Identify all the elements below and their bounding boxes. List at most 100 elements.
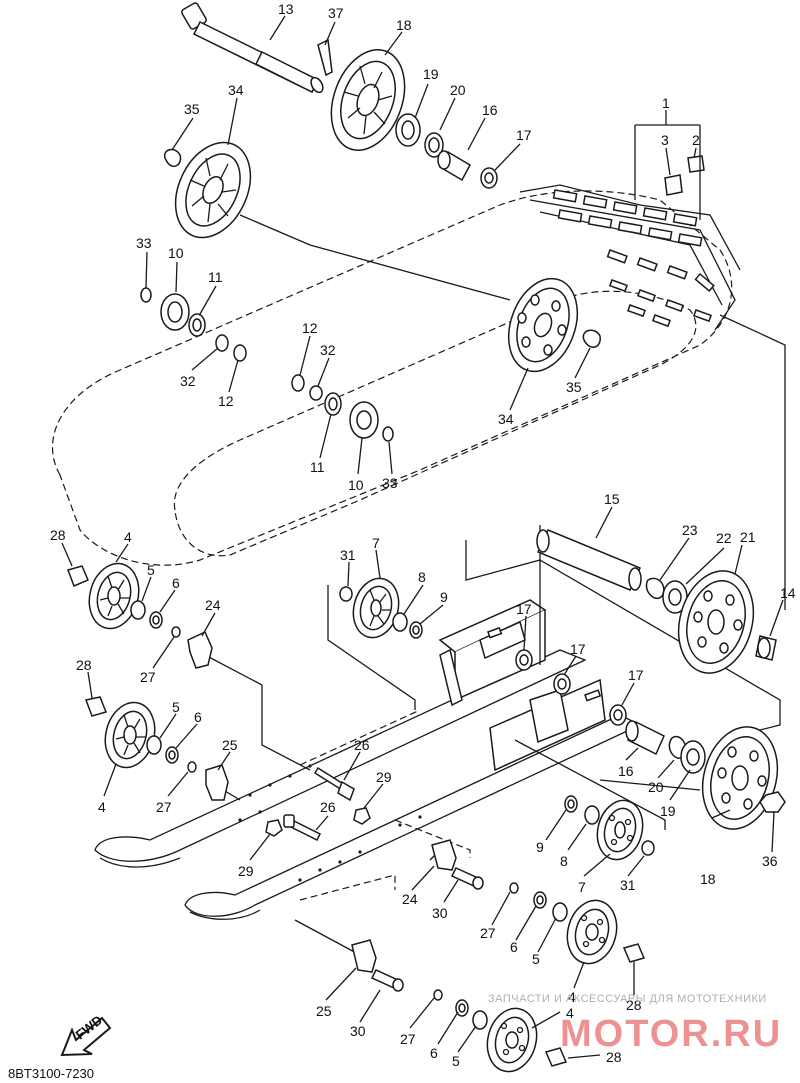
- callout-9: 9: [536, 839, 544, 855]
- leader-lines: [204, 124, 786, 956]
- fwd-arrow-icon: FWD: [60, 1012, 112, 1057]
- callout-30: 30: [432, 905, 448, 921]
- callout-34: 34: [228, 82, 244, 98]
- slide-rail-frame: [94, 599, 642, 920]
- callout-6: 6: [430, 1045, 438, 1061]
- callout-17: 17: [516, 127, 532, 143]
- callout-10: 10: [168, 245, 184, 261]
- callout-1: 1: [662, 95, 670, 111]
- callout-37: 37: [328, 5, 344, 21]
- bearing-5-b: [146, 735, 162, 755]
- callout-8: 8: [418, 569, 426, 585]
- nut-12-mid: [291, 374, 305, 392]
- callout-35: 35: [566, 379, 582, 395]
- bolt-28-b: [84, 696, 108, 717]
- callout-4: 4: [124, 529, 132, 545]
- callout-27: 27: [400, 1031, 416, 1047]
- callout-23: 23: [682, 522, 698, 538]
- callout-24: 24: [205, 597, 221, 613]
- shaft-15: [536, 529, 642, 591]
- circlip-35-mid: [582, 329, 601, 348]
- washer-32-upper: [215, 334, 229, 352]
- callout-6: 6: [172, 575, 180, 591]
- callout-19: 19: [423, 66, 439, 82]
- wheel-4-c: [566, 899, 618, 965]
- callout-6: 6: [510, 939, 518, 955]
- callout-16: 16: [482, 102, 498, 118]
- callout-29: 29: [376, 769, 392, 785]
- bolt-26-b: [283, 814, 322, 842]
- callout-11: 11: [208, 269, 223, 285]
- callout-17: 17: [570, 641, 586, 657]
- callout-4: 4: [568, 989, 576, 1005]
- wheel-4-a: [88, 562, 140, 630]
- callout-7: 7: [372, 535, 380, 551]
- callout-13: 13: [278, 1, 294, 17]
- callout-20: 20: [648, 779, 664, 795]
- idler-wheel-34-mid: [507, 277, 579, 373]
- washer-33-mid: [382, 426, 394, 442]
- track-belt: [51, 184, 741, 566]
- callout-21: 21: [740, 529, 756, 545]
- callout-30: 30: [350, 1023, 366, 1039]
- bolt-28-d: [544, 1047, 568, 1067]
- watermark: ЗАПЧАСТИ И АКСЕССУАРЫ ДЛЯ МОТОТЕХНИКИ MO…: [488, 993, 780, 1055]
- callout-20: 20: [450, 82, 466, 98]
- washer-32-mid: [309, 385, 323, 401]
- bracket-24-a: [187, 630, 213, 669]
- circlip-35-upper: [163, 148, 182, 168]
- wheel-7-b: [596, 799, 644, 861]
- callout-27: 27: [140, 669, 156, 685]
- callout-32: 32: [320, 342, 336, 358]
- washer-27-c: [509, 882, 519, 894]
- callout-18: 18: [700, 871, 716, 887]
- washer-27-d: [433, 989, 443, 1001]
- callout-5: 5: [147, 562, 155, 578]
- callout-leaders: [61, 15, 784, 1059]
- callout-4: 4: [566, 1005, 574, 1021]
- watermark-line1: ЗАПЧАСТИ И АКСЕССУАРЫ ДЛЯ МОТОТЕХНИКИ: [488, 993, 767, 1005]
- wheel-4-b: [104, 701, 156, 769]
- callout-25: 25: [222, 737, 238, 753]
- circlip-23: [645, 577, 665, 600]
- callout-8: 8: [560, 853, 568, 869]
- callout-6: 6: [194, 709, 202, 725]
- callout-22: 22: [716, 530, 732, 546]
- bearing-5-c: [552, 902, 568, 922]
- callout-19: 19: [660, 803, 676, 819]
- callout-3: 3: [661, 132, 669, 148]
- callout-28: 28: [76, 657, 92, 673]
- pin-37: [317, 38, 333, 77]
- callout-27: 27: [156, 799, 172, 815]
- callout-26: 26: [354, 737, 370, 753]
- rear-wheel-21: [677, 570, 755, 674]
- bolt-28-a: [67, 565, 89, 587]
- wheel-4-d: [486, 1007, 538, 1073]
- bracket-25-b: [351, 939, 377, 973]
- callout-10: 10: [348, 477, 364, 493]
- callout-2: 2: [692, 132, 700, 148]
- callout-33: 33: [382, 475, 398, 491]
- callout-5: 5: [532, 951, 540, 967]
- wheel-7-a: [352, 577, 400, 639]
- callout-4: 4: [98, 799, 106, 815]
- clip-3: [664, 174, 683, 196]
- shaft-13: [181, 2, 324, 94]
- callout-18: 18: [396, 17, 412, 33]
- bracket-24-b: [431, 839, 457, 871]
- callout-31: 31: [340, 547, 356, 563]
- callout-28: 28: [626, 997, 642, 1013]
- washer-31-b: [641, 840, 655, 856]
- nut-36: [759, 791, 786, 813]
- callout-5: 5: [172, 699, 180, 715]
- callout-25: 25: [316, 1003, 332, 1019]
- callout-29: 29: [238, 863, 254, 879]
- washer-27-b: [187, 761, 197, 773]
- callout-11: 11: [310, 459, 325, 475]
- idler-wheel-34-upper: [174, 141, 252, 239]
- nut-12-upper: [233, 344, 247, 362]
- callout-12: 12: [302, 320, 318, 336]
- callout-35: 35: [184, 101, 200, 117]
- callout-24: 24: [402, 891, 418, 907]
